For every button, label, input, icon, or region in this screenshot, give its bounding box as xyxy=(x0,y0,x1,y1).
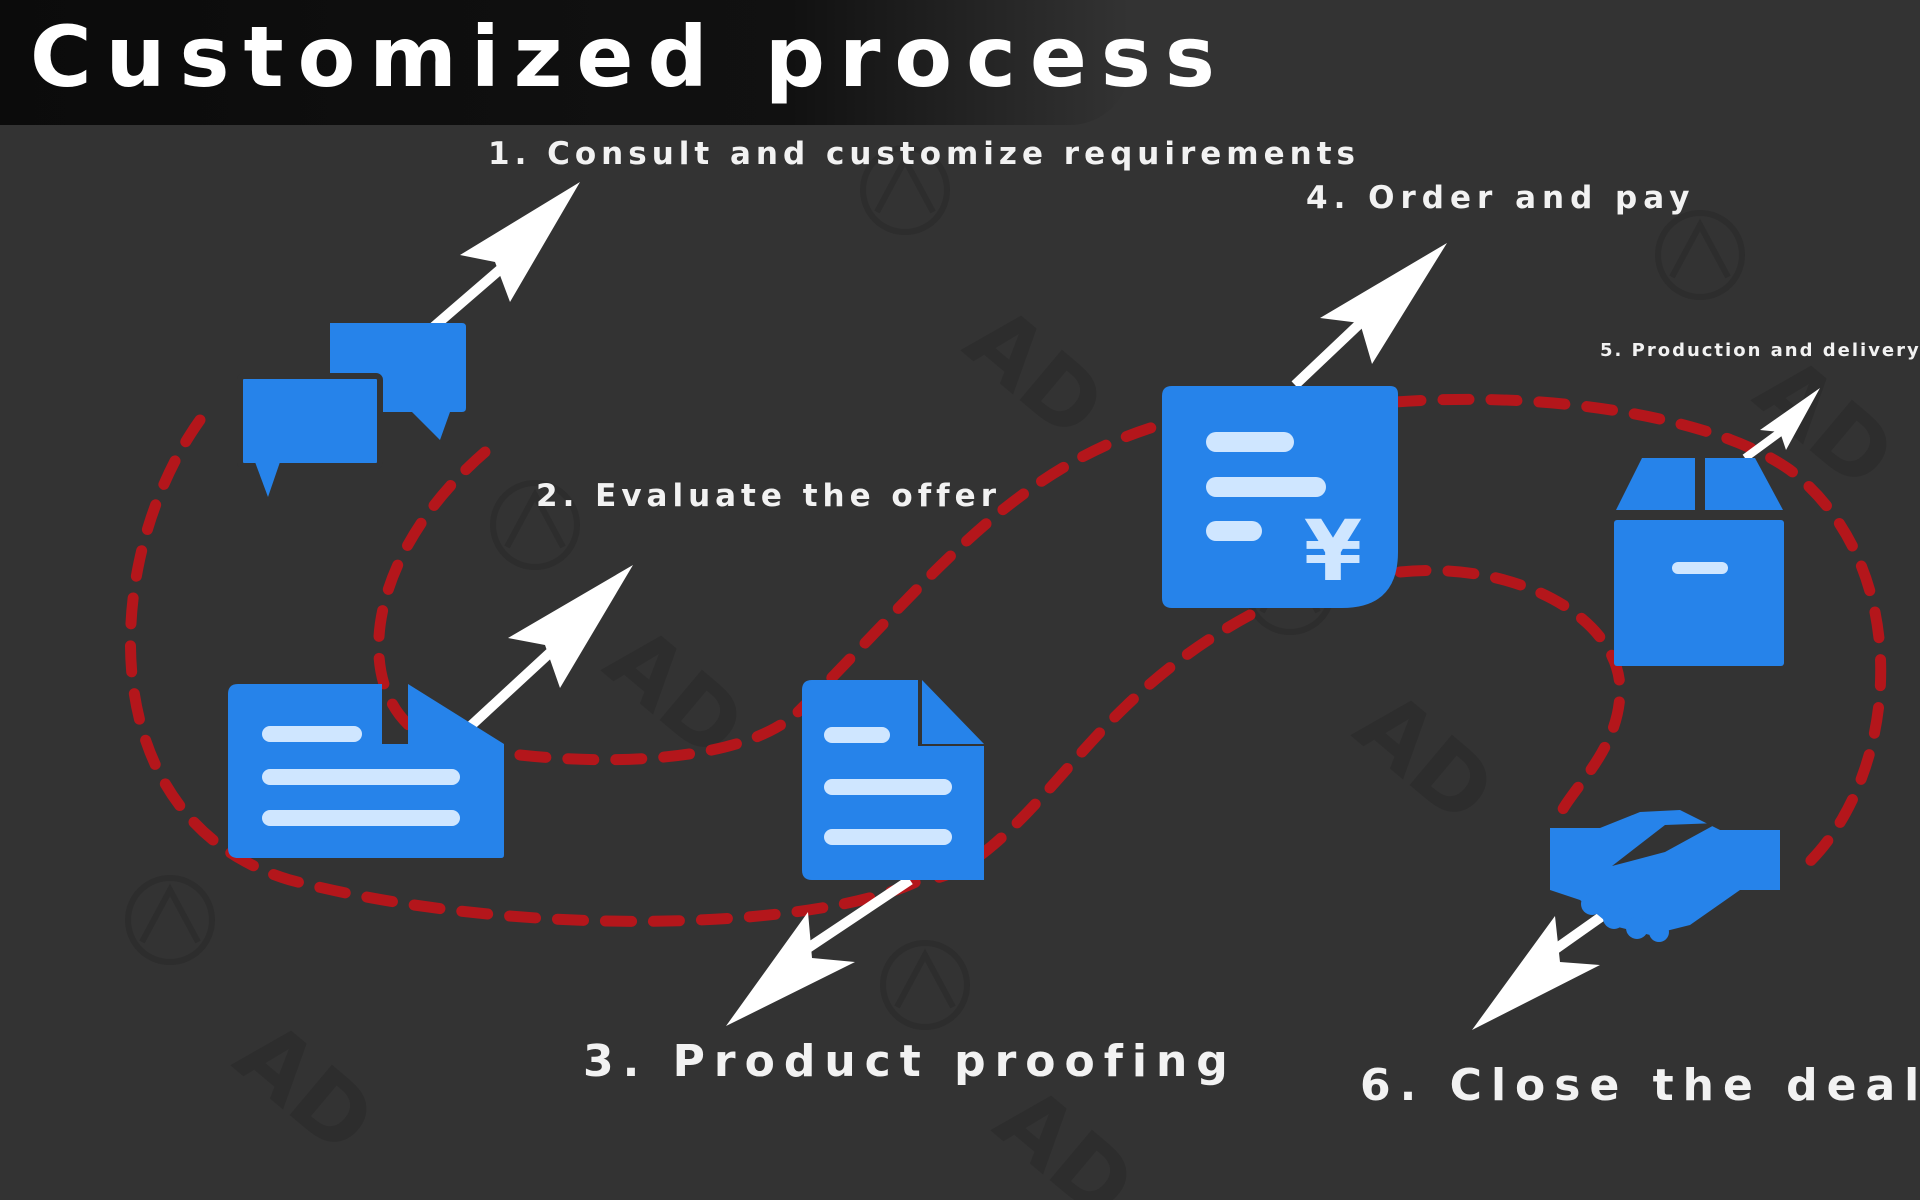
handshake-icon xyxy=(1550,810,1780,942)
step-label-proofing: 3. Product proofing xyxy=(583,1036,1237,1087)
svg-text:AD: AD xyxy=(216,1001,394,1174)
arrow-step-5 xyxy=(1742,388,1820,462)
process-loop-path xyxy=(124,393,1887,927)
package-box-icon xyxy=(1614,458,1784,666)
step-label-close: 6. Close the deal xyxy=(1360,1060,1920,1111)
document-list-icon xyxy=(228,684,504,858)
arrow-step-1 xyxy=(426,182,580,334)
arrow-step-2 xyxy=(446,565,633,749)
svg-text:AD: AD xyxy=(946,286,1124,459)
chat-bubbles-icon xyxy=(237,323,466,497)
svg-text:¥: ¥ xyxy=(1304,502,1362,600)
step-label-evaluate: 2. Evaluate the offer xyxy=(536,478,1001,514)
arrow-step-3 xyxy=(726,875,913,1026)
arrow-step-6 xyxy=(1472,895,1628,1030)
step-label-consult: 1. Consult and customize requirements xyxy=(488,136,1360,172)
invoice-yen-icon: ¥ xyxy=(1162,386,1398,608)
title-banner xyxy=(0,0,1130,125)
step-label-production: 5. Production and delivery xyxy=(1600,340,1920,361)
svg-text:AD: AD xyxy=(1336,671,1514,844)
page-title: Customized process xyxy=(30,8,1229,106)
step-label-order: 4. Order and pay xyxy=(1306,180,1696,216)
arrow-step-4 xyxy=(1291,243,1447,389)
file-page-icon xyxy=(802,680,984,880)
